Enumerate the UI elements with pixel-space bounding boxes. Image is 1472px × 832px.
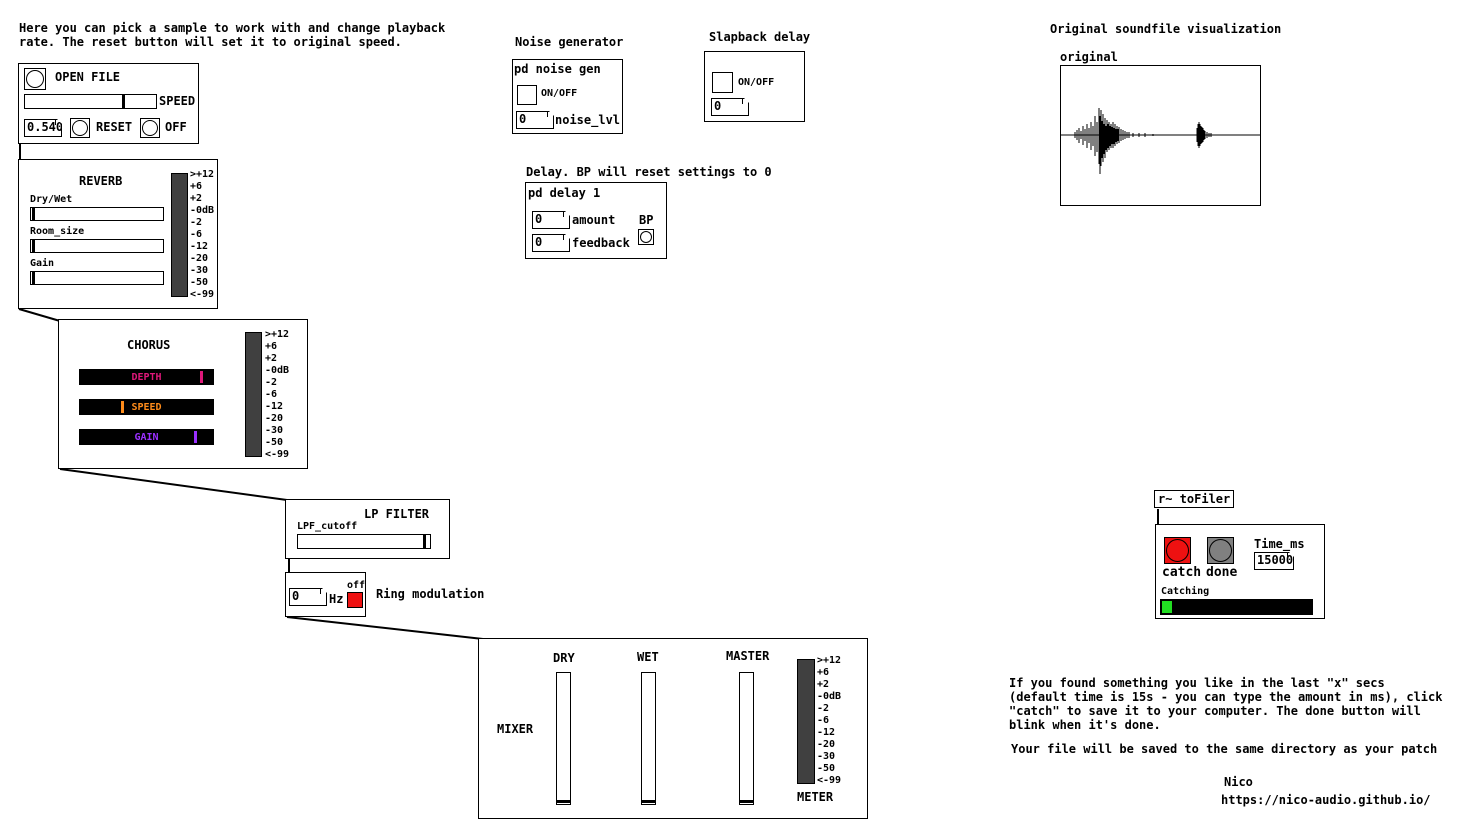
- ring-title: Ring modulation: [376, 587, 485, 601]
- original-title: Original soundfile visualization: [1050, 22, 1282, 36]
- delay-amount-number[interactable]: 0: [532, 211, 570, 229]
- reverb-panel: REVERB Dry/Wet Room_size Gain >+12+6+2-0…: [18, 159, 218, 309]
- delay-title: Delay. BP will reset settings to 0: [526, 165, 772, 179]
- noise-level-label: noise_lvl: [555, 113, 621, 127]
- chorus-speed-knob[interactable]: [121, 401, 124, 413]
- ring-off-label: off: [347, 580, 366, 591]
- lp-filter-title: LP FILTER: [364, 507, 430, 521]
- url-comment[interactable]: https://nico-audio.github.io/: [1221, 793, 1431, 807]
- chorus-depth-label: DEPTH: [131, 372, 162, 383]
- open-file-label: OPEN FILE: [55, 70, 121, 84]
- open-file-button[interactable]: [24, 68, 46, 90]
- chorus-speed-slider[interactable]: SPEED: [79, 399, 214, 415]
- chorus-panel: CHORUS DEPTH SPEED GAIN >+12+6+2-0dB-2-6…: [58, 319, 308, 469]
- reverb-gain-slider[interactable]: [30, 271, 164, 285]
- delay-bp-button[interactable]: [638, 229, 654, 245]
- off-button[interactable]: [140, 118, 160, 138]
- intro-comment: Here you can pick a sample to work with …: [19, 21, 446, 49]
- lpf-cutoff-slider[interactable]: [297, 534, 431, 549]
- wet-slider[interactable]: [641, 672, 656, 805]
- time-ms-number[interactable]: 15000: [1254, 552, 1294, 570]
- delay-panel: pd delay 1 0 amount 0 feedback BP: [525, 182, 667, 259]
- catching-progress-fill: [1162, 601, 1172, 613]
- master-slider[interactable]: [739, 672, 754, 805]
- delay-object-label: pd delay 1: [528, 186, 601, 200]
- reverb-vu-scale: >+12+6+2-0dB-2-6-12-20-30-50<-99: [190, 169, 215, 300]
- speed-number[interactable]: 0.540: [24, 119, 62, 137]
- master-vu-meter: [797, 659, 815, 784]
- reset-label: RESET: [96, 120, 133, 134]
- noise-object-label: pd noise gen: [514, 62, 601, 76]
- chorus-vu-meter: [245, 332, 262, 457]
- chorus-depth-slider[interactable]: DEPTH: [79, 369, 214, 385]
- slapback-onoff-label: ON/OFF: [738, 77, 775, 88]
- done-label: done: [1206, 565, 1238, 580]
- author-comment: Nico: [1224, 775, 1253, 789]
- slapback-title: Slapback delay: [709, 30, 811, 44]
- reverb-gain-label: Gain: [30, 258, 55, 269]
- tofiler-object[interactable]: r~ toFiler: [1154, 490, 1235, 508]
- chorus-speed-label: SPEED: [131, 402, 162, 413]
- speed-slider[interactable]: [24, 94, 157, 109]
- waveform-array[interactable]: [1060, 65, 1261, 206]
- chorus-vu-scale: >+12+6+2-0dB-2-6-12-20-30-50<-99: [265, 329, 290, 460]
- reverb-title: REVERB: [79, 174, 123, 188]
- noise-panel: pd noise gen ON/OFF 0 noise_lvl: [512, 59, 623, 134]
- wet-label: WET: [637, 650, 659, 664]
- ring-hz-number[interactable]: 0: [289, 588, 327, 606]
- dry-label: DRY: [553, 651, 575, 665]
- reset-button[interactable]: [70, 118, 90, 138]
- dry-slider[interactable]: [556, 672, 571, 805]
- noise-level-number[interactable]: 0: [516, 111, 554, 129]
- speed-label: SPEED: [159, 94, 196, 108]
- delay-feedback-label: feedback: [572, 236, 630, 250]
- ring-panel: 0 Hz off: [285, 572, 366, 617]
- meter-label: METER: [797, 790, 834, 804]
- slapback-panel: ON/OFF 0: [704, 51, 805, 122]
- master-vu-scale: >+12+6+2-0dB-2-6-12-20-30-50<-99: [817, 655, 842, 786]
- speed-slider-knob[interactable]: [122, 95, 125, 108]
- slapback-toggle[interactable]: [712, 72, 733, 93]
- done-button[interactable]: [1207, 537, 1234, 564]
- array-name-label: original: [1060, 50, 1118, 64]
- dry-wet-label: Dry/Wet: [30, 194, 73, 205]
- catch-button[interactable]: [1164, 537, 1191, 564]
- noise-title: Noise generator: [515, 35, 624, 49]
- catching-progress-bar: [1160, 599, 1313, 615]
- ring-hz-label: Hz: [329, 592, 344, 606]
- noise-toggle[interactable]: [517, 85, 537, 105]
- time-ms-label: Time_ms: [1254, 537, 1305, 551]
- mixer-panel: MIXER DRY WET MASTER >+12+6+2-0dB-2-6-12…: [478, 638, 868, 819]
- noise-onoff-label: ON/OFF: [541, 88, 578, 99]
- delay-feedback-number[interactable]: 0: [532, 234, 570, 252]
- slapback-number[interactable]: 0: [711, 98, 749, 116]
- delay-amount-label: amount: [572, 213, 616, 227]
- off-label: OFF: [165, 120, 187, 134]
- chorus-title: CHORUS: [127, 338, 171, 352]
- chorus-depth-knob[interactable]: [200, 371, 203, 383]
- catch-label: catch: [1162, 565, 1202, 580]
- lp-filter-panel: LP FILTER LPF_cutoff: [285, 499, 450, 559]
- lpf-cutoff-label: LPF_cutoff: [297, 521, 358, 532]
- catch-info-comment: If you found something you like in the l…: [1009, 676, 1443, 732]
- dry-wet-slider[interactable]: [30, 207, 164, 221]
- chorus-gain-knob[interactable]: [194, 431, 197, 443]
- ring-toggle[interactable]: [347, 592, 363, 608]
- lpf-cutoff-knob[interactable]: [423, 535, 426, 548]
- filer-panel: catch done Time_ms 15000 Catching: [1155, 524, 1325, 619]
- player-panel: OPEN FILE SPEED 0.540 RESET OFF: [18, 63, 199, 144]
- save-info-comment: Your file will be saved to the same dire…: [1011, 742, 1438, 756]
- chorus-gain-label: GAIN: [134, 432, 159, 443]
- master-label: MASTER: [726, 649, 770, 663]
- room-size-slider[interactable]: [30, 239, 164, 253]
- reverb-vu-meter: [171, 173, 188, 297]
- catching-label: Catching: [1161, 586, 1210, 597]
- chorus-gain-slider[interactable]: GAIN: [79, 429, 214, 445]
- room-size-label: Room_size: [30, 226, 85, 237]
- delay-bp-label: BP: [639, 213, 654, 227]
- waveform-graph: [1061, 108, 1260, 174]
- mixer-title: MIXER: [497, 722, 534, 736]
